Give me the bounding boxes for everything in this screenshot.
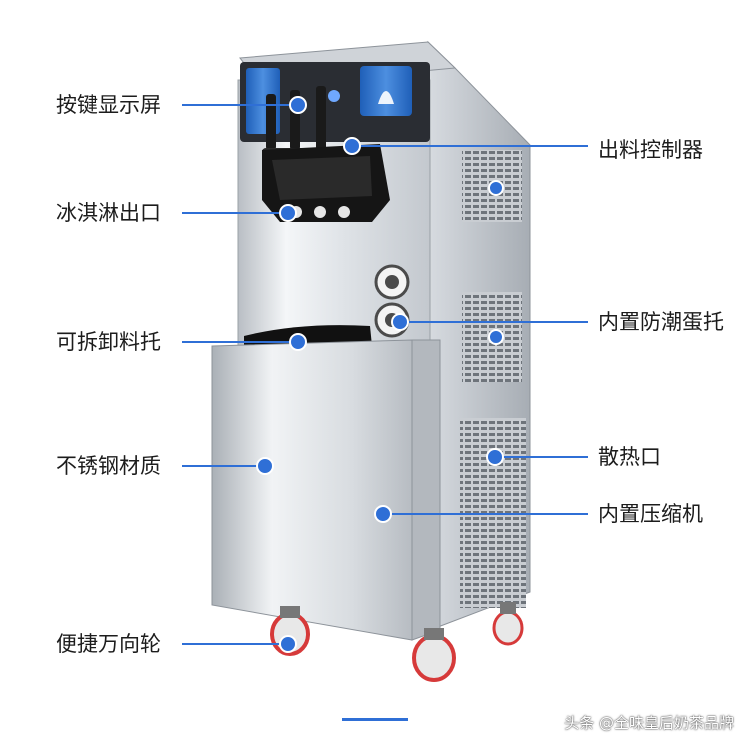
callout-lines [182,104,588,645]
label-wheels: 便捷万向轮 [56,632,161,656]
machine-side-panel [427,40,531,631]
dot-wheels [279,635,297,653]
dot-controller [343,137,361,155]
caster-wheels [270,602,524,682]
callout-dots [256,96,504,653]
label-controller: 出料控制器 [598,138,703,162]
label-vent: 散热口 [598,445,661,469]
dot-compressor [374,505,392,523]
watermark-text: 头条 @全味皇后奶茶品牌 [564,714,734,732]
lower-cabinet [211,339,441,641]
display-panel [240,62,430,142]
label-steel: 不锈钢材质 [56,454,161,478]
label-egg-tray: 内置防潮蛋托 [598,310,724,334]
dot-side-middle [488,329,504,345]
label-compressor: 内置压缩机 [598,502,703,526]
dot-side-upper [488,180,504,196]
dot-outlet [279,204,297,222]
dot-egg-tray [391,313,409,331]
dispensing-head [262,144,390,222]
cone-logo-icon [378,91,394,104]
label-display: 按键显示屏 [56,93,161,117]
bottom-accent-bar [342,718,408,721]
dot-display [289,96,307,114]
label-tray: 可拆卸料托 [56,330,161,354]
dot-tray [289,333,307,351]
dot-vent [486,448,504,466]
label-outlet: 冰淇淋出口 [56,201,161,225]
dot-steel [256,457,274,475]
